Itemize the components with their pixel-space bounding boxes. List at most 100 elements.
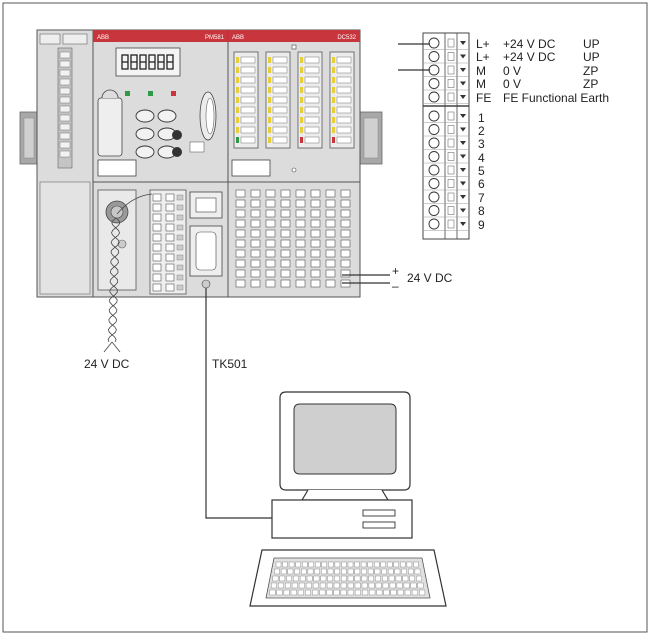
cpu-brand: ABB bbox=[97, 35, 109, 41]
io-led-label bbox=[272, 126, 288, 134]
keyboard-key bbox=[301, 568, 307, 575]
io-terminal bbox=[250, 229, 261, 238]
io-led bbox=[236, 117, 239, 123]
io-led-label bbox=[304, 116, 320, 124]
keyboard-key bbox=[403, 582, 410, 589]
terminal-marker bbox=[460, 168, 466, 172]
io-terminal bbox=[310, 209, 321, 218]
io-led bbox=[332, 117, 335, 123]
terminal-screw bbox=[165, 193, 175, 202]
io-terminal bbox=[265, 239, 276, 248]
terminal-clamp bbox=[428, 124, 440, 135]
term-num-1: 1 bbox=[478, 111, 485, 125]
terminal-label bbox=[176, 264, 184, 271]
terminal-slot bbox=[447, 92, 455, 102]
keyboard-key bbox=[354, 568, 361, 575]
io-terminal bbox=[280, 269, 291, 278]
terminal-clamp bbox=[428, 110, 440, 122]
io-terminal bbox=[235, 259, 246, 268]
keyboard-key bbox=[401, 568, 407, 575]
io-terminal bbox=[295, 269, 306, 278]
key-3 bbox=[135, 127, 155, 141]
terminal-screw bbox=[165, 213, 175, 222]
io-led bbox=[332, 127, 335, 133]
io-led-label bbox=[272, 136, 288, 144]
io-terminal bbox=[325, 199, 336, 208]
io-terminal bbox=[235, 279, 246, 288]
io-terminal bbox=[250, 199, 261, 208]
memory-card-slot bbox=[97, 97, 123, 157]
io-terminal bbox=[235, 199, 246, 208]
keyboard-key bbox=[367, 561, 373, 568]
keyboard-key bbox=[334, 561, 341, 568]
io-led-banks bbox=[233, 51, 355, 149]
io-led bbox=[236, 137, 239, 143]
terminal-label bbox=[176, 284, 184, 291]
io-terminal bbox=[325, 269, 336, 278]
io-led-label bbox=[240, 136, 256, 144]
io-header bbox=[228, 30, 360, 42]
keyboard-key bbox=[328, 561, 334, 568]
terminal-marker bbox=[460, 41, 466, 45]
io-terminal bbox=[310, 219, 321, 228]
keyboard-key bbox=[283, 589, 290, 596]
keyboard-key bbox=[285, 582, 291, 589]
io-led bbox=[268, 87, 271, 93]
io-minus-sign: – bbox=[392, 279, 399, 293]
keyboard-key bbox=[290, 589, 297, 596]
keyboard-key bbox=[362, 589, 369, 596]
io-terminal bbox=[250, 239, 261, 248]
terminal-block bbox=[422, 32, 470, 240]
io-terminal bbox=[280, 279, 291, 288]
terminal-slot bbox=[447, 111, 455, 121]
keyboard-key bbox=[297, 589, 304, 596]
io-terminal bbox=[310, 229, 321, 238]
io-terminal bbox=[265, 249, 276, 258]
keyboard-key bbox=[341, 575, 347, 582]
io-terminal bbox=[265, 209, 276, 218]
io-terminal bbox=[310, 239, 321, 248]
keyboard-key bbox=[413, 561, 419, 568]
io-led bbox=[332, 77, 335, 83]
keyboard-key bbox=[404, 589, 411, 596]
keyboard-key bbox=[397, 589, 404, 596]
keyboard-key bbox=[410, 582, 417, 589]
keyboard-key bbox=[320, 575, 327, 582]
power-cable-lead bbox=[116, 193, 153, 215]
io-terminal bbox=[310, 259, 321, 268]
keyboard-icon bbox=[249, 549, 447, 607]
cpu-model: PM581 bbox=[205, 35, 225, 41]
keyboard-key bbox=[354, 575, 361, 582]
keyboard-key bbox=[321, 561, 327, 568]
terminal-label bbox=[176, 274, 184, 281]
keyboard-key bbox=[306, 575, 313, 582]
terminal-clamp bbox=[428, 91, 440, 103]
io-led-label bbox=[272, 76, 288, 84]
keyboard-key bbox=[417, 582, 424, 589]
keyboard-key bbox=[396, 582, 403, 589]
terminal-slot bbox=[447, 165, 455, 175]
keyboard-key bbox=[360, 561, 367, 568]
io-terminal bbox=[340, 259, 351, 268]
terminal-slot bbox=[447, 219, 455, 229]
keyboard-key bbox=[288, 561, 295, 568]
terminal-slot bbox=[447, 79, 455, 88]
led-red bbox=[171, 91, 176, 96]
io-led-label bbox=[336, 126, 352, 134]
io-label-window bbox=[231, 159, 271, 177]
terminal-slot bbox=[447, 65, 455, 75]
comm-slot bbox=[59, 123, 71, 131]
keyboard-key bbox=[387, 561, 393, 568]
keyboard-key bbox=[347, 575, 354, 582]
io-terminal bbox=[265, 259, 276, 268]
io-led bbox=[300, 127, 303, 133]
terminal-clamp bbox=[428, 151, 440, 162]
io-terminal bbox=[340, 209, 351, 218]
io-led-label bbox=[240, 66, 256, 74]
terminal-screw bbox=[152, 253, 162, 262]
keyboard-key bbox=[361, 582, 368, 589]
io-terminal bbox=[295, 209, 306, 218]
system-unit bbox=[271, 499, 413, 539]
comm-slot bbox=[59, 78, 71, 86]
